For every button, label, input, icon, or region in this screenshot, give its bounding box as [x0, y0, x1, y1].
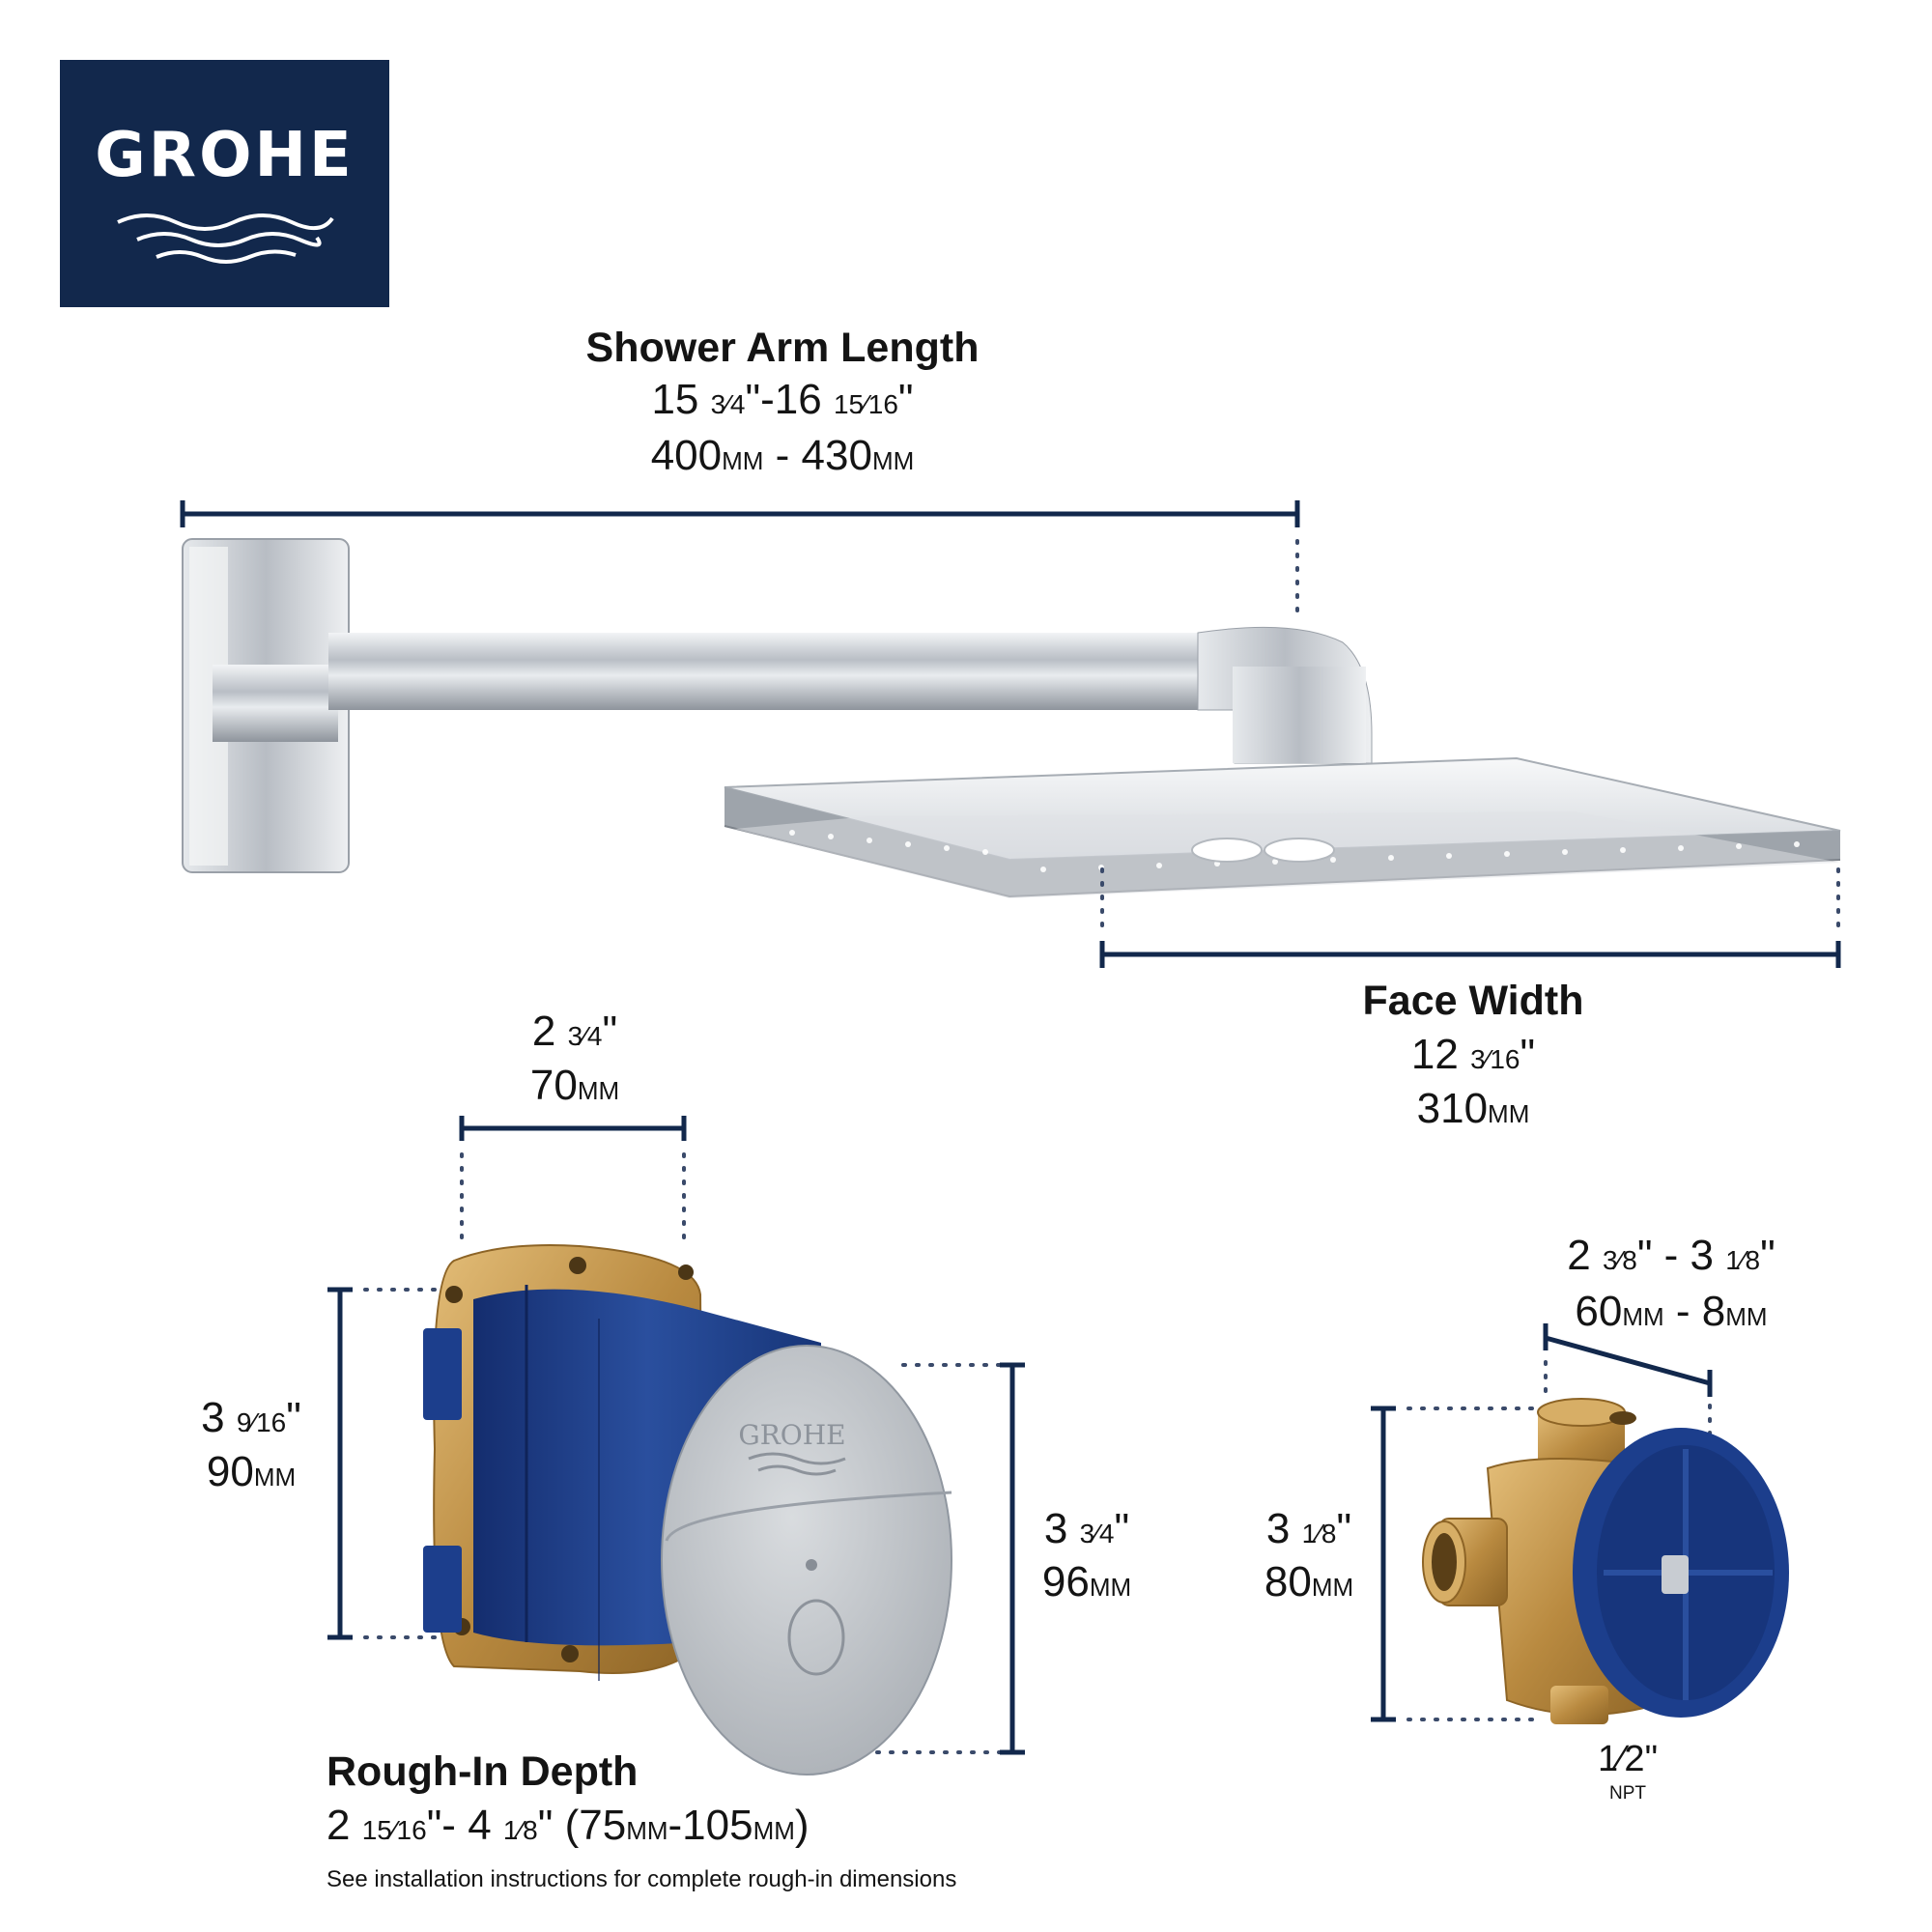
- grohe-logo: GROHE: [60, 60, 389, 307]
- valve-width-metric: 70MM: [529, 1062, 620, 1109]
- logo-wordmark: GROHE: [95, 120, 355, 191]
- rough-in-dimensions: 2 15⁄16"- 4 1⁄8" (75MM-105MM): [327, 1802, 810, 1849]
- cap-height-dimension-line: [875, 1362, 1025, 1755]
- nozzle-pattern: [789, 830, 1800, 872]
- face-width-metric: 310MM: [1416, 1085, 1530, 1132]
- face-width-imperial: 12 3⁄16": [1410, 1031, 1536, 1078]
- cap-height-metric: 96MM: [1041, 1558, 1132, 1605]
- rough-in-valve: GROHE: [423, 1244, 952, 1776]
- valve-width-dimension-line: [459, 1116, 687, 1248]
- face-width-dimension-line: [1099, 867, 1841, 968]
- shower-arm-imperial: 15 3⁄4"-16 15⁄16": [651, 376, 914, 423]
- shower-arm-dimension-line: [180, 500, 1300, 620]
- shower-arm-metric: 400MM - 430MM: [650, 432, 915, 479]
- small-valve-width-metric: 60MM - 8MM: [1575, 1288, 1768, 1335]
- valve-width-imperial: 2 3⁄4": [531, 1008, 618, 1055]
- rough-in-note: See installation instructions for comple…: [327, 1866, 957, 1892]
- small-brass-valve: [1422, 1398, 1789, 1724]
- cap-logo-text: GROHE: [738, 1419, 845, 1451]
- valve-height-metric: 90MM: [206, 1448, 297, 1495]
- small-valve-width-imperial: 2 3⁄8" - 3 1⁄8": [1567, 1232, 1776, 1279]
- shower-arm-title: Shower Arm Length: [585, 325, 980, 371]
- npt-unit: NPT: [1609, 1783, 1646, 1804]
- cap-height-imperial: 3 3⁄4": [1043, 1505, 1130, 1552]
- rough-in-title: Rough-In Depth: [327, 1748, 639, 1795]
- shower-arm: [213, 626, 1373, 764]
- face-width-title: Face Width: [1362, 978, 1584, 1024]
- npt-size: 1⁄2": [1597, 1739, 1659, 1779]
- small-valve-height-metric: 80MM: [1264, 1558, 1354, 1605]
- valve-height-imperial: 3 9⁄16": [201, 1394, 301, 1441]
- small-valve-height-imperial: 3 1⁄8": [1265, 1505, 1352, 1552]
- logo-waves-icon: [117, 213, 334, 264]
- small-valve-height-dimension-line: [1371, 1406, 1538, 1722]
- valve-height-dimension-line: [327, 1287, 441, 1640]
- shower-head: [724, 756, 1841, 898]
